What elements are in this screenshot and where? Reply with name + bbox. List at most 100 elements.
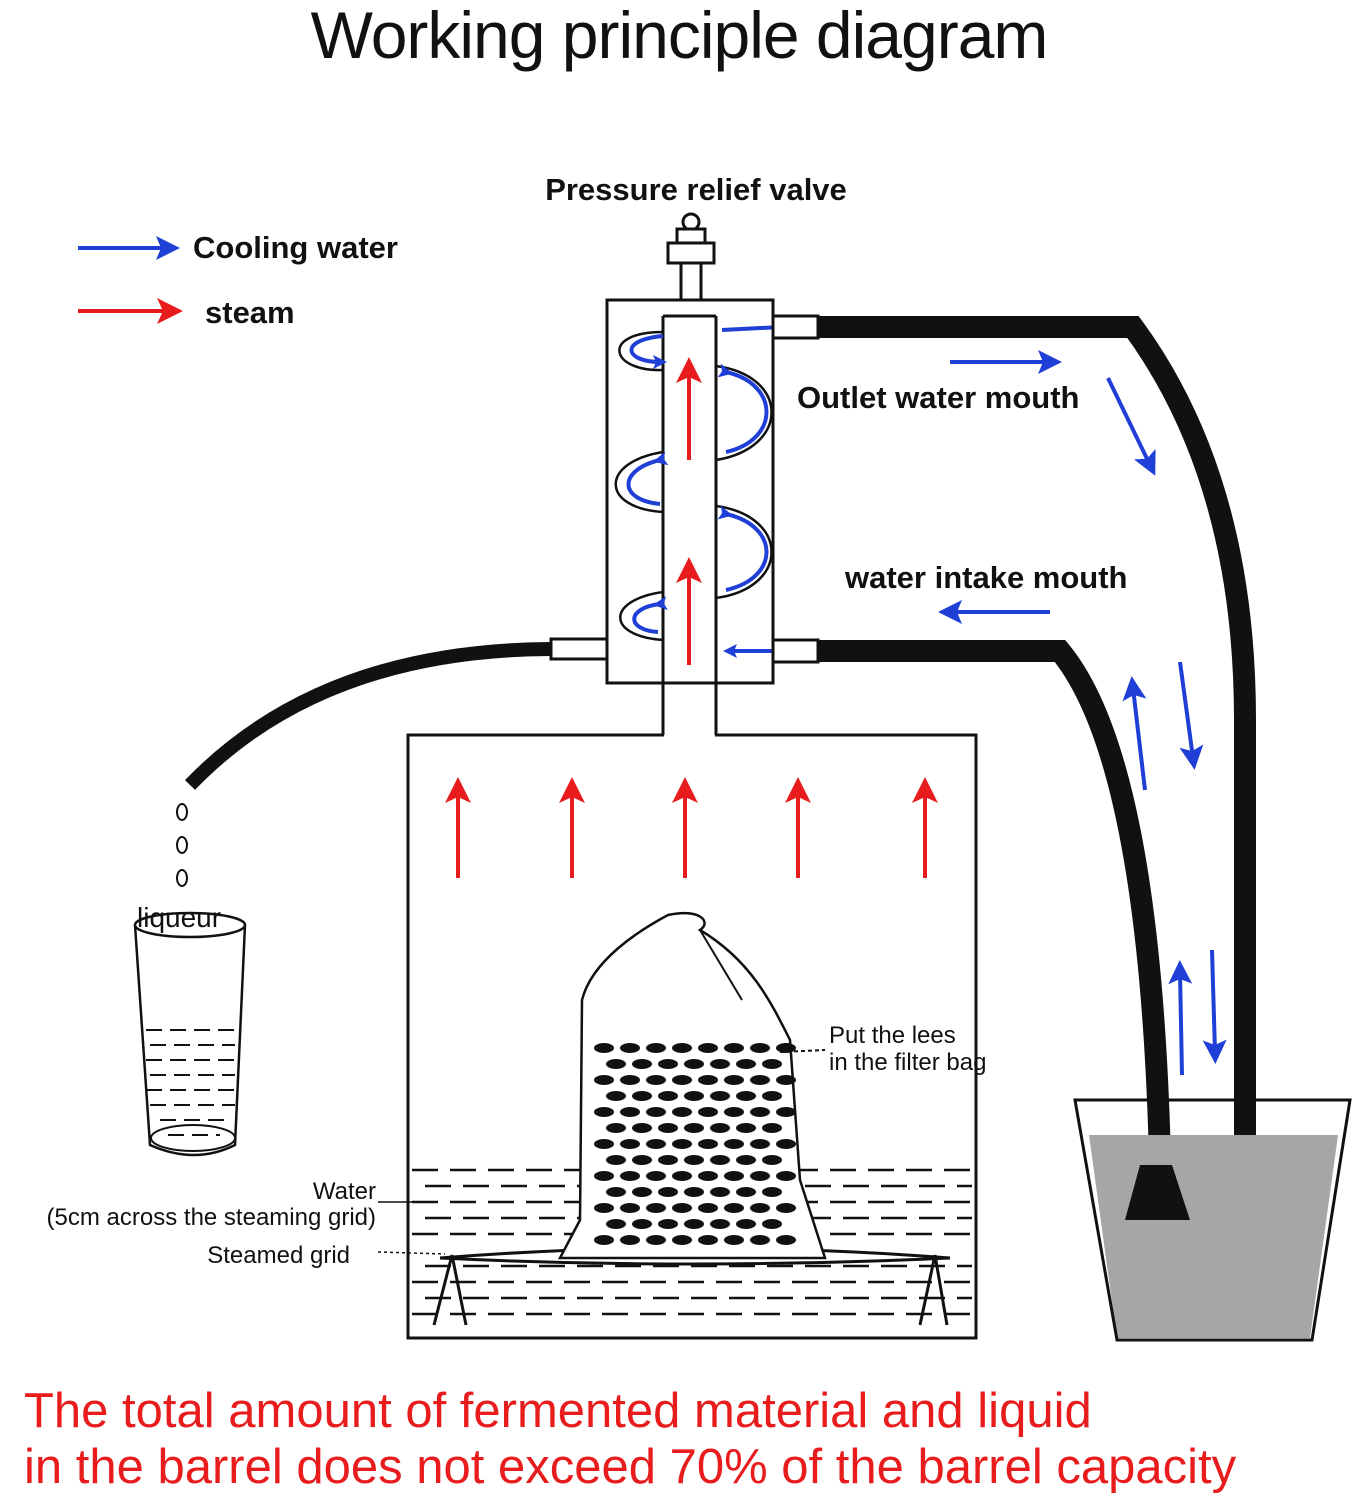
lees-dot xyxy=(606,1155,626,1165)
lees-dot xyxy=(620,1171,640,1181)
lees-dot xyxy=(658,1219,678,1229)
cooling-water-legend-label: Cooling water xyxy=(193,230,398,265)
lees-dot xyxy=(672,1171,692,1181)
lees-dot xyxy=(594,1107,614,1117)
lees-dot xyxy=(710,1059,730,1069)
lees-dot xyxy=(724,1235,744,1245)
lees-dot xyxy=(684,1219,704,1229)
lees-dot xyxy=(736,1155,756,1165)
capacity-warning-line2: in the barrel does not exceed 70% of the… xyxy=(24,1440,1237,1494)
lees-dot xyxy=(724,1203,744,1213)
lees-dot xyxy=(776,1075,796,1085)
lees-dot xyxy=(736,1187,756,1197)
lees-dot xyxy=(684,1155,704,1165)
lees-dot xyxy=(710,1219,730,1229)
capacity-warning-line1: The total amount of fermented material a… xyxy=(24,1384,1092,1438)
lees-dot xyxy=(646,1043,666,1053)
liqueur-glass xyxy=(133,911,247,1157)
pressure-relief-valve-label: Pressure relief valve xyxy=(545,172,847,207)
steam-arrows-barrel xyxy=(445,777,938,878)
lees-dot xyxy=(672,1075,692,1085)
lees-dot xyxy=(736,1219,756,1229)
lees-dot xyxy=(620,1107,640,1117)
lees-dot xyxy=(646,1107,666,1117)
lees-dot xyxy=(658,1123,678,1133)
liqueur-label: liqueur xyxy=(137,902,221,933)
lees-dot xyxy=(658,1155,678,1165)
water-label-line1: Water xyxy=(313,1178,376,1205)
lees-dot xyxy=(724,1139,744,1149)
lees xyxy=(594,1043,796,1245)
lees-dot xyxy=(776,1139,796,1149)
legend: Cooling water steam xyxy=(78,230,398,330)
lees-dot xyxy=(646,1075,666,1085)
lees-dot xyxy=(698,1171,718,1181)
lees-dot xyxy=(750,1171,770,1181)
lees-dot xyxy=(606,1059,626,1069)
lees-dot xyxy=(620,1043,640,1053)
intake-hose-nozzle xyxy=(771,638,820,664)
lees-dot xyxy=(776,1203,796,1213)
steam-legend-label: steam xyxy=(205,295,295,330)
lees-label-line1: Put the lees xyxy=(829,1022,956,1049)
lees-dot xyxy=(646,1203,666,1213)
lees-dot xyxy=(698,1075,718,1085)
lees-dot xyxy=(606,1091,626,1101)
lees-dot xyxy=(594,1075,614,1085)
lees-dot xyxy=(762,1187,782,1197)
lees-dot xyxy=(632,1219,652,1229)
steamed-grid-label: Steamed grid xyxy=(207,1242,350,1269)
lees-dot xyxy=(724,1043,744,1053)
lees-dot xyxy=(750,1107,770,1117)
liqueur-outlet-nozzle xyxy=(549,637,609,661)
lees-dot xyxy=(762,1091,782,1101)
water-intake-mouth-label: water intake mouth xyxy=(844,560,1128,595)
lees-dot xyxy=(620,1139,640,1149)
lees-dot xyxy=(620,1075,640,1085)
lees-dot xyxy=(672,1235,692,1245)
lees-dot xyxy=(646,1139,666,1149)
lees-dot xyxy=(724,1171,744,1181)
lees-dot xyxy=(606,1187,626,1197)
lees-dot xyxy=(606,1219,626,1229)
liqueur-drops xyxy=(176,803,188,887)
lees-dot xyxy=(736,1059,756,1069)
lees-dot xyxy=(710,1123,730,1133)
lees-dot xyxy=(658,1059,678,1069)
cooling-water-bucket xyxy=(1073,1098,1352,1342)
lees-dot xyxy=(710,1155,730,1165)
lees-dot xyxy=(724,1075,744,1085)
lees-dot xyxy=(762,1219,782,1229)
water-label-line2: (5cm across the steaming grid) xyxy=(47,1204,376,1231)
lees-dot xyxy=(698,1203,718,1213)
lees-dot xyxy=(606,1123,626,1133)
lees-dot xyxy=(672,1107,692,1117)
lees-dot xyxy=(672,1043,692,1053)
lees-dot xyxy=(594,1043,614,1053)
lees-dot xyxy=(594,1235,614,1245)
lees-dot xyxy=(632,1187,652,1197)
lees-dot xyxy=(710,1091,730,1101)
lees-dot xyxy=(632,1155,652,1165)
lees-dot xyxy=(684,1187,704,1197)
lees-dot xyxy=(672,1139,692,1149)
lees-dot xyxy=(684,1059,704,1069)
lees-dot xyxy=(736,1091,756,1101)
lees-dot xyxy=(762,1155,782,1165)
water-flow-arrows xyxy=(938,350,1227,1076)
outlet-water-hose xyxy=(818,316,1256,1265)
cooling-coil xyxy=(614,318,808,658)
lees-dot xyxy=(684,1123,704,1133)
lees-dot xyxy=(620,1203,640,1213)
lees-dot xyxy=(646,1171,666,1181)
filter-bag xyxy=(557,911,827,1260)
lees-dot xyxy=(620,1235,640,1245)
diagram-title: Working principle diagram xyxy=(311,0,1048,72)
lees-dot xyxy=(750,1043,770,1053)
lees-dot xyxy=(750,1075,770,1085)
lees-dot xyxy=(646,1235,666,1245)
lees-dot xyxy=(762,1123,782,1133)
lees-dot xyxy=(632,1091,652,1101)
pressure-relief-valve: Pressure relief valve xyxy=(545,172,847,303)
lees-dot xyxy=(750,1203,770,1213)
